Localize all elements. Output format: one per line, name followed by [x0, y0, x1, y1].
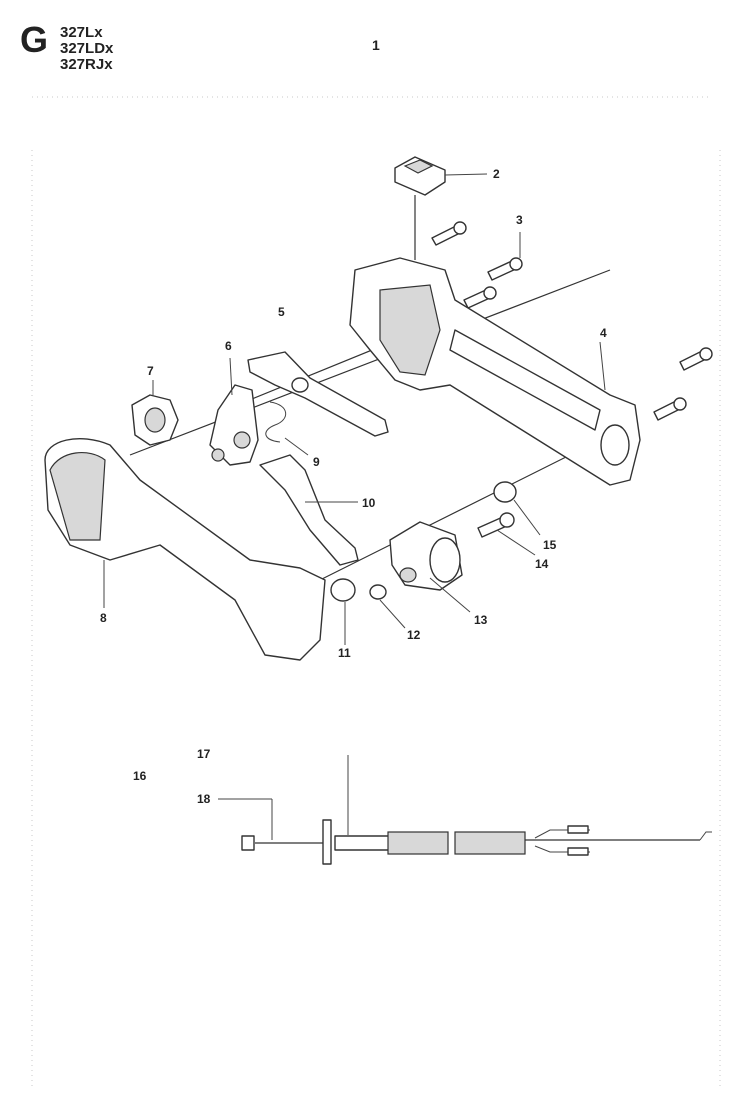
callout-18: 18 [197, 792, 211, 806]
assembly-axis [129, 269, 611, 456]
callout-leaders [103, 173, 606, 840]
callout-17: 17 [197, 747, 211, 761]
callout-10: 10 [362, 496, 376, 510]
part-9-spring[interactable] [265, 401, 287, 443]
part-3-screws[interactable] [431, 221, 523, 309]
part-8-handle-grip[interactable] [44, 438, 326, 661]
model-name: 327LDx [60, 40, 114, 57]
callout-14: 14 [535, 557, 549, 571]
page-number: 1 [372, 37, 380, 53]
part-11-bushing[interactable] [330, 578, 356, 602]
part-10-trigger[interactable] [259, 454, 359, 566]
part-4-screws[interactable] [653, 347, 713, 421]
part-2-switch[interactable] [394, 156, 446, 196]
part-4-handle-housing[interactable] [349, 257, 641, 486]
part-12-nut[interactable] [369, 584, 387, 600]
callout-5: 5 [278, 305, 285, 319]
callout-16: 16 [133, 769, 147, 783]
model-name: 327Lx [60, 24, 103, 41]
callout-13: 13 [474, 613, 488, 627]
callout-15: 15 [543, 538, 557, 552]
sheet-letter: G [20, 19, 49, 60]
part-18-throttle-cable[interactable] [241, 819, 712, 865]
callout-3: 3 [516, 213, 523, 227]
callout-9: 9 [313, 455, 320, 469]
part-6-bracket[interactable] [209, 384, 259, 466]
callout-11: 11 [338, 646, 351, 660]
callout-12: 12 [407, 628, 421, 642]
assembly-axis [319, 439, 601, 581]
model-list: 327Lx 327LDx 327RJx [60, 25, 113, 73]
part-5-throttle-lever[interactable] [247, 351, 389, 437]
model-name: 327RJx [60, 56, 113, 73]
callout-2: 2 [493, 167, 500, 181]
part-15-nut[interactable] [493, 481, 517, 503]
callout-6: 6 [225, 339, 232, 353]
callout-4: 4 [600, 326, 607, 340]
callout-8: 8 [100, 611, 107, 625]
part-7-ring[interactable] [131, 394, 179, 446]
part-14-bolt[interactable] [477, 512, 515, 538]
callout-7: 7 [147, 364, 154, 378]
part-13-clamp[interactable] [389, 521, 463, 591]
